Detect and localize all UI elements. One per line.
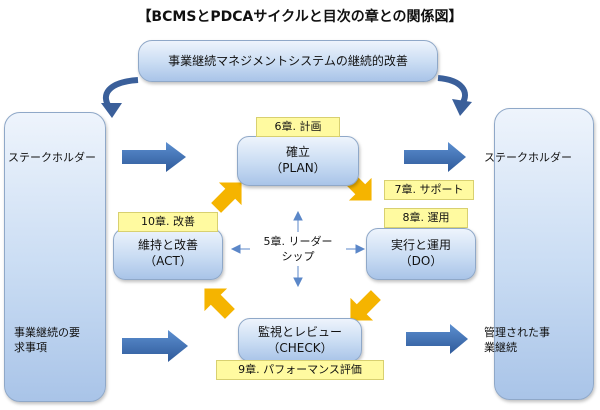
arrow-requirements-to-check — [122, 330, 188, 362]
curve-arrow-right-head — [452, 99, 472, 116]
right-outcome-label: 管理された事 業継続 — [484, 325, 584, 355]
cycle-arrow-check-to-act — [204, 288, 235, 319]
continuous-improvement-label: 事業継続マネジメントシステムの継続的改善 — [168, 54, 408, 68]
act-title: 維持と改善 — [137, 238, 198, 252]
cycle-arrow-do-to-check — [350, 290, 381, 321]
check-box: 監視とレビュー （CHECK） — [238, 318, 362, 362]
right-stakeholder-label: ステークホルダー — [484, 151, 572, 164]
chapter-9-label: 9章. パフォーマンス評価 — [216, 360, 384, 380]
chapter-10-label: 10章. 改善 — [118, 212, 218, 232]
chapter-8-label: 8章. 運用 — [384, 208, 468, 228]
left-requirements-line-1: 事業継続の要 — [14, 326, 80, 339]
do-title: 実行と運用 — [390, 238, 451, 252]
right-outcome-line-1: 管理された事 — [484, 326, 550, 339]
check-subtitle: （CHECK） — [267, 341, 333, 355]
right-output-panel — [494, 108, 594, 400]
arrow-plan-to-stakeholder — [404, 142, 466, 172]
cycle-arrow-act-to-plan — [211, 182, 242, 213]
chapter-6-label: 6章. 計画 — [256, 117, 340, 137]
right-outcome-line-2: 業継続 — [484, 341, 517, 354]
leadership-label: 5章. リーダー シップ — [250, 234, 346, 268]
left-requirements-label: 事業継続の要 求事項 — [14, 325, 104, 355]
check-title: 監視とレビュー — [257, 325, 342, 339]
arrow-stakeholder-to-plan — [122, 142, 186, 172]
continuous-improvement-box: 事業継続マネジメントシステムの継続的改善 — [138, 40, 438, 82]
act-box: 維持と改善 （ACT） — [113, 228, 223, 280]
chapter-7-label: 7章. サポート — [384, 180, 474, 200]
left-requirements-line-2: 求事項 — [14, 341, 47, 354]
do-box: 実行と運用 （DO） — [366, 228, 476, 280]
leadership-cross-arrows — [230, 210, 366, 288]
do-subtitle: （DO） — [399, 254, 443, 268]
left-stakeholder-label: ステークホルダー — [8, 151, 96, 164]
diagram-title: 【BCMSとPDCAサイクルと目次の章との関係図】 — [137, 9, 463, 25]
plan-title: 確立 — [285, 145, 310, 159]
arrow-check-to-outcome — [406, 324, 468, 354]
curve-arrow-right — [437, 75, 468, 106]
leadership-line-2: シップ — [281, 250, 315, 263]
curve-arrow-left-head — [101, 103, 122, 118]
plan-subtitle: （PLAN） — [270, 161, 326, 175]
act-subtitle: （ACT） — [144, 254, 192, 268]
leadership-line-1: 5章. リーダー — [263, 235, 333, 248]
left-input-panel — [4, 112, 106, 402]
plan-box: 確立 （PLAN） — [237, 136, 359, 186]
